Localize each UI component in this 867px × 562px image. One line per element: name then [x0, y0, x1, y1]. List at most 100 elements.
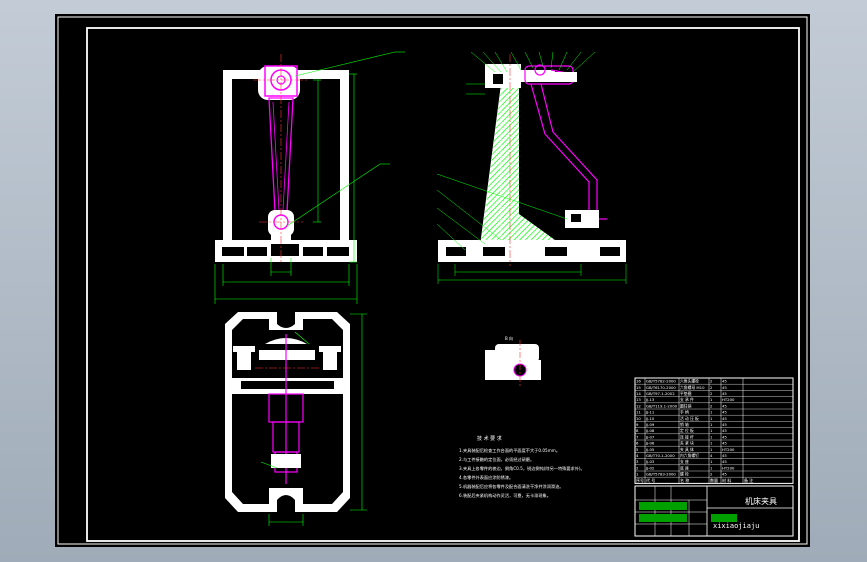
- parts-list-cell: 45: [722, 434, 727, 439]
- parts-list-cell: 45: [722, 403, 727, 408]
- parts-list-header: 序号: [636, 477, 644, 483]
- front-view: [214, 51, 405, 304]
- parts-list-cell: 夹 具 体: [680, 447, 694, 452]
- parts-list-cell: 2: [710, 472, 713, 477]
- parts-list-cell: 12: [636, 403, 641, 408]
- parts-list-cell: 16: [636, 379, 641, 384]
- parts-list-cell: GB/T5783-2000: [646, 472, 676, 477]
- parts-list-cell: 3: [636, 459, 639, 464]
- parts-list-cell: 1: [710, 397, 713, 402]
- parts-list-cell: HT200: [722, 397, 735, 402]
- parts-list-cell: 平垫圈: [680, 391, 692, 396]
- parts-list-cell: 螺 栓: [680, 472, 689, 477]
- parts-list-cell: 45: [722, 385, 727, 390]
- parts-list-cell: 支 座: [680, 459, 689, 464]
- parts-list-cell: 45: [722, 472, 727, 477]
- parts-list-cell: 45: [722, 459, 727, 464]
- drawing-code: xixiaojiaju: [713, 522, 759, 530]
- parts-list-cell: 1: [710, 428, 713, 433]
- parts-list-cell: 1: [710, 465, 713, 470]
- parts-list-cell: 45: [722, 416, 727, 421]
- parts-list-cell: 45: [722, 391, 727, 396]
- tech-req-heading: 技 术 要 求: [477, 435, 502, 442]
- parts-list-cell: 45: [722, 379, 727, 384]
- parts-list-cell: JJ-06: [645, 441, 655, 446]
- parts-list-cell: 定 位 板: [680, 428, 694, 433]
- parts-list-cell: 1: [710, 416, 713, 421]
- parts-list-cell: 7: [636, 434, 639, 439]
- parts-list-cell: 13: [636, 397, 641, 402]
- parts-list-cell: 活 动 压 板: [680, 416, 699, 421]
- side-view: [436, 51, 627, 284]
- parts-list-cell: 5: [636, 447, 639, 452]
- parts-list-cell: JJ-03: [645, 459, 655, 464]
- detail-view-b: B 向: [485, 335, 541, 386]
- parts-list-cell: 1: [710, 459, 713, 464]
- parts-list-cell: 六角头螺栓: [680, 379, 699, 384]
- outer-border: [57, 16, 808, 545]
- parts-list-cell: GB/T97.1-2002: [646, 391, 675, 396]
- parts-list-cell: 夹 紧 块: [680, 441, 694, 446]
- parts-list-cell: 11: [636, 410, 641, 415]
- parts-list-cell: JJ-09: [645, 422, 655, 427]
- parts-list-cell: HT200: [722, 465, 735, 470]
- parts-list-cell: GB/T70.1-2000: [646, 453, 675, 458]
- detail-view-label: B 向: [505, 335, 513, 341]
- parts-list-cell: 2: [710, 385, 713, 390]
- parts-list-cell: GB/T6170-2000: [646, 385, 676, 390]
- parts-list-cell: JJ-05: [645, 447, 655, 452]
- parts-list-header: 名 称: [680, 477, 689, 483]
- parts-list-cell: 15: [636, 385, 641, 390]
- parts-list-header: 代 号: [646, 477, 655, 483]
- tech-req-line: 2.与工件接触的定位面，必须经过研磨。: [459, 456, 534, 463]
- parts-list-cell: JJ-13: [645, 397, 655, 402]
- cad-drawing: B 向 技 术 要 求 1.夹具装配后检查工作台面的平面度不大于0.05mm。 2…: [57, 16, 808, 545]
- parts-list-cell: GB/T119.1-2000: [646, 403, 678, 408]
- parts-list-header: 备 注: [744, 477, 753, 483]
- parts-list-cell: 2: [636, 465, 639, 470]
- parts-list-cell: GB/T5782-2000: [646, 379, 676, 384]
- parts-list-cell: 1: [710, 434, 713, 439]
- parts-list-cell: 45: [722, 453, 727, 458]
- tech-req-line: 4.各零件外表面应涂防锈漆。: [459, 474, 513, 481]
- parts-list-cell: 45: [722, 410, 727, 415]
- parts-list-cell: 45: [722, 428, 727, 433]
- front-left-column: [223, 70, 232, 255]
- parts-list-cell: 4: [710, 453, 713, 458]
- parts-list-cell: 10: [636, 416, 641, 421]
- parts-list-cell: 45: [722, 441, 727, 446]
- parts-list-cell: JJ-10: [645, 416, 655, 421]
- parts-list-cell: 6: [636, 441, 639, 446]
- tech-req-line: 5.机器装配后应将各零件及配合面清洗干净并涂润滑油。: [459, 483, 564, 490]
- parts-list-cell: 连 接 杆: [680, 434, 694, 439]
- top-view: [225, 312, 367, 526]
- technical-requirements: 技 术 要 求 1.夹具装配后检查工作台面的平面度不大于0.05mm。 2.与工件…: [459, 435, 585, 499]
- parts-list-cell: 1: [710, 410, 713, 415]
- tech-req-line: 6.装配后夹紧机构动作灵活，可靠，无卡滞现象。: [459, 492, 551, 499]
- parts-list-cell: 内六角螺钉: [680, 453, 699, 458]
- parts-list-cell: 8: [636, 428, 639, 433]
- parts-list-cell: HT200: [722, 447, 735, 452]
- parts-list-cell: 2: [710, 379, 713, 384]
- inner-border: [86, 27, 800, 542]
- parts-list-cell: JJ-08: [645, 428, 655, 433]
- parts-list-cell: 1: [710, 441, 713, 446]
- parts-list-cell: 支 承 件: [680, 397, 694, 402]
- front-right-column: [340, 70, 349, 255]
- parts-list-cell: 圆柱销: [680, 403, 692, 408]
- parts-list-header: 数量: [710, 477, 718, 483]
- cad-viewport[interactable]: B 向 技 术 要 求 1.夹具装配后检查工作台面的平面度不大于0.05mm。 2…: [55, 14, 810, 547]
- parts-list-cell: 2: [710, 391, 713, 396]
- side-lower-clamp: [565, 210, 599, 228]
- title-block: 机床夹具 xixiaojiaju: [634, 485, 794, 537]
- parts-list-cell: 1: [636, 472, 639, 477]
- parts-list-cell: JJ-02: [645, 465, 655, 470]
- tech-req-line: 1.夹具装配后检查工作台面的平面度不大于0.05mm。: [459, 447, 560, 454]
- parts-list-cell: 1: [710, 447, 713, 452]
- parts-list-cell: JJ-11: [645, 410, 655, 415]
- parts-list-cell: 9: [636, 422, 639, 427]
- parts-list-cell: 底 座: [680, 465, 689, 470]
- parts-list-cell: 14: [636, 391, 641, 396]
- drawing-name: 机床夹具: [745, 496, 777, 506]
- tech-req-line: 3.夹具上各零件的棱边，倒角C0.5，锐边倒钝(除另一特殊要求外)。: [459, 465, 585, 472]
